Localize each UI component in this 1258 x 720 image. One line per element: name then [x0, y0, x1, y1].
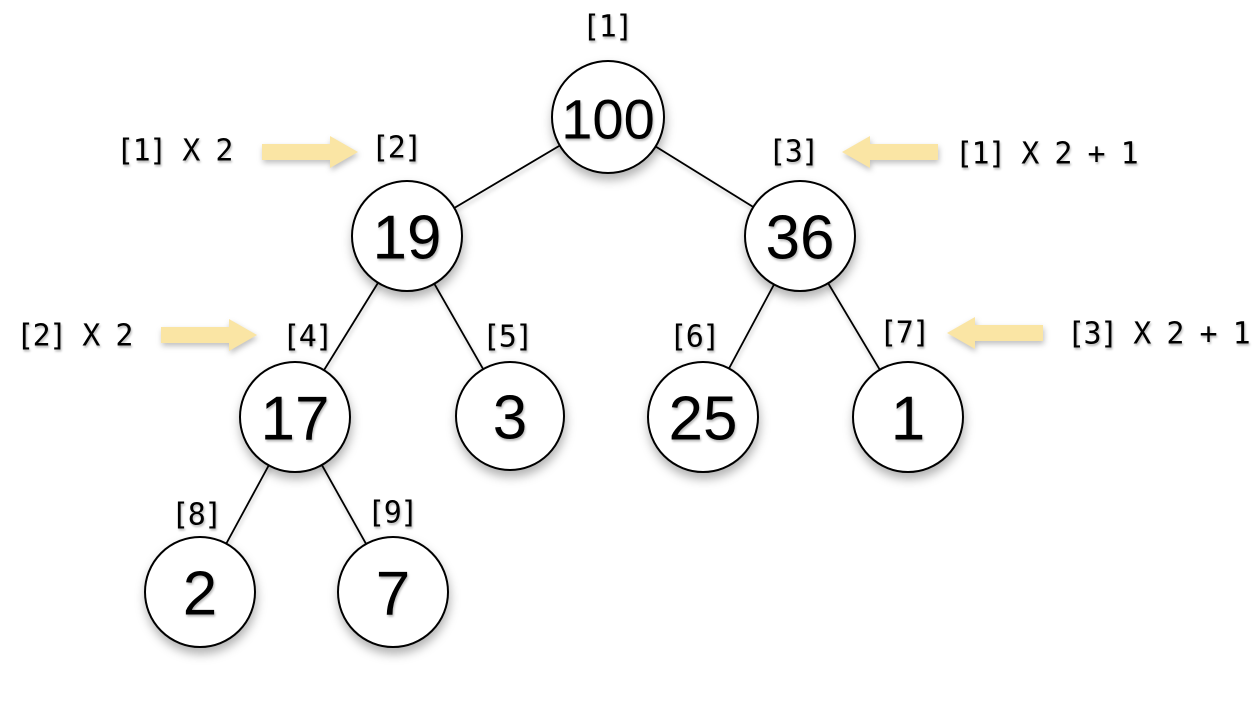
- node-index-label: [5]: [482, 320, 532, 355]
- tree-node-circle: [647, 361, 759, 473]
- node-value: 2: [183, 560, 217, 629]
- block-arrow-right: [262, 136, 358, 168]
- index-formula-text: [1] X 2 + 1: [955, 137, 1138, 172]
- node-value: 100: [561, 88, 654, 151]
- block-arrow-right: [161, 319, 257, 351]
- tree-node-circle: [744, 180, 856, 292]
- formula-arrows-layer: [161, 136, 1043, 351]
- tree-node-circle: [852, 361, 964, 473]
- tree-node-circle: [351, 180, 463, 292]
- node-index-label: [9]: [367, 496, 417, 531]
- annotations-layer: [1] X 2 [1] X 2 + 1 [2] X 2 [3] X 2 + 1: [16, 134, 1251, 354]
- node-index-label: [8]: [171, 498, 221, 533]
- block-arrow-left: [947, 317, 1043, 349]
- node-index-label: [3]: [768, 135, 818, 170]
- node-index-label: [1]: [582, 10, 632, 45]
- index-formula-text: [1] X 2: [116, 134, 232, 169]
- node-index-label: [4]: [282, 320, 332, 355]
- node-value: 17: [261, 385, 330, 454]
- node-value: 3: [493, 384, 527, 453]
- index-formula-text: [3] X 2 + 1: [1067, 317, 1250, 352]
- tree-node-circle: [337, 536, 449, 648]
- node-value: 1: [891, 385, 925, 454]
- node-index-label: [6]: [669, 320, 719, 355]
- tree-nodes-layer: [144, 60, 964, 648]
- index-labels-layer: [1] [2] [3] [4] [5] [6] [7] [8] [9]: [171, 10, 930, 533]
- tree-node-circle: [455, 361, 565, 471]
- node-value: 25: [669, 385, 738, 454]
- node-values-layer: 100 19 36 17 3 25 1 2 7: [183, 88, 925, 629]
- node-value: 7: [376, 560, 410, 629]
- index-formula-text: [2] X 2: [16, 319, 132, 354]
- tree-node-circle: [239, 361, 351, 473]
- node-index-label: [7]: [879, 316, 929, 351]
- tree-node-circle: [144, 536, 256, 648]
- tree-node-circle: [551, 60, 665, 174]
- node-value: 19: [373, 204, 442, 273]
- node-value: 36: [766, 204, 835, 273]
- block-arrow-left: [842, 136, 938, 168]
- node-index-label: [2]: [371, 131, 421, 166]
